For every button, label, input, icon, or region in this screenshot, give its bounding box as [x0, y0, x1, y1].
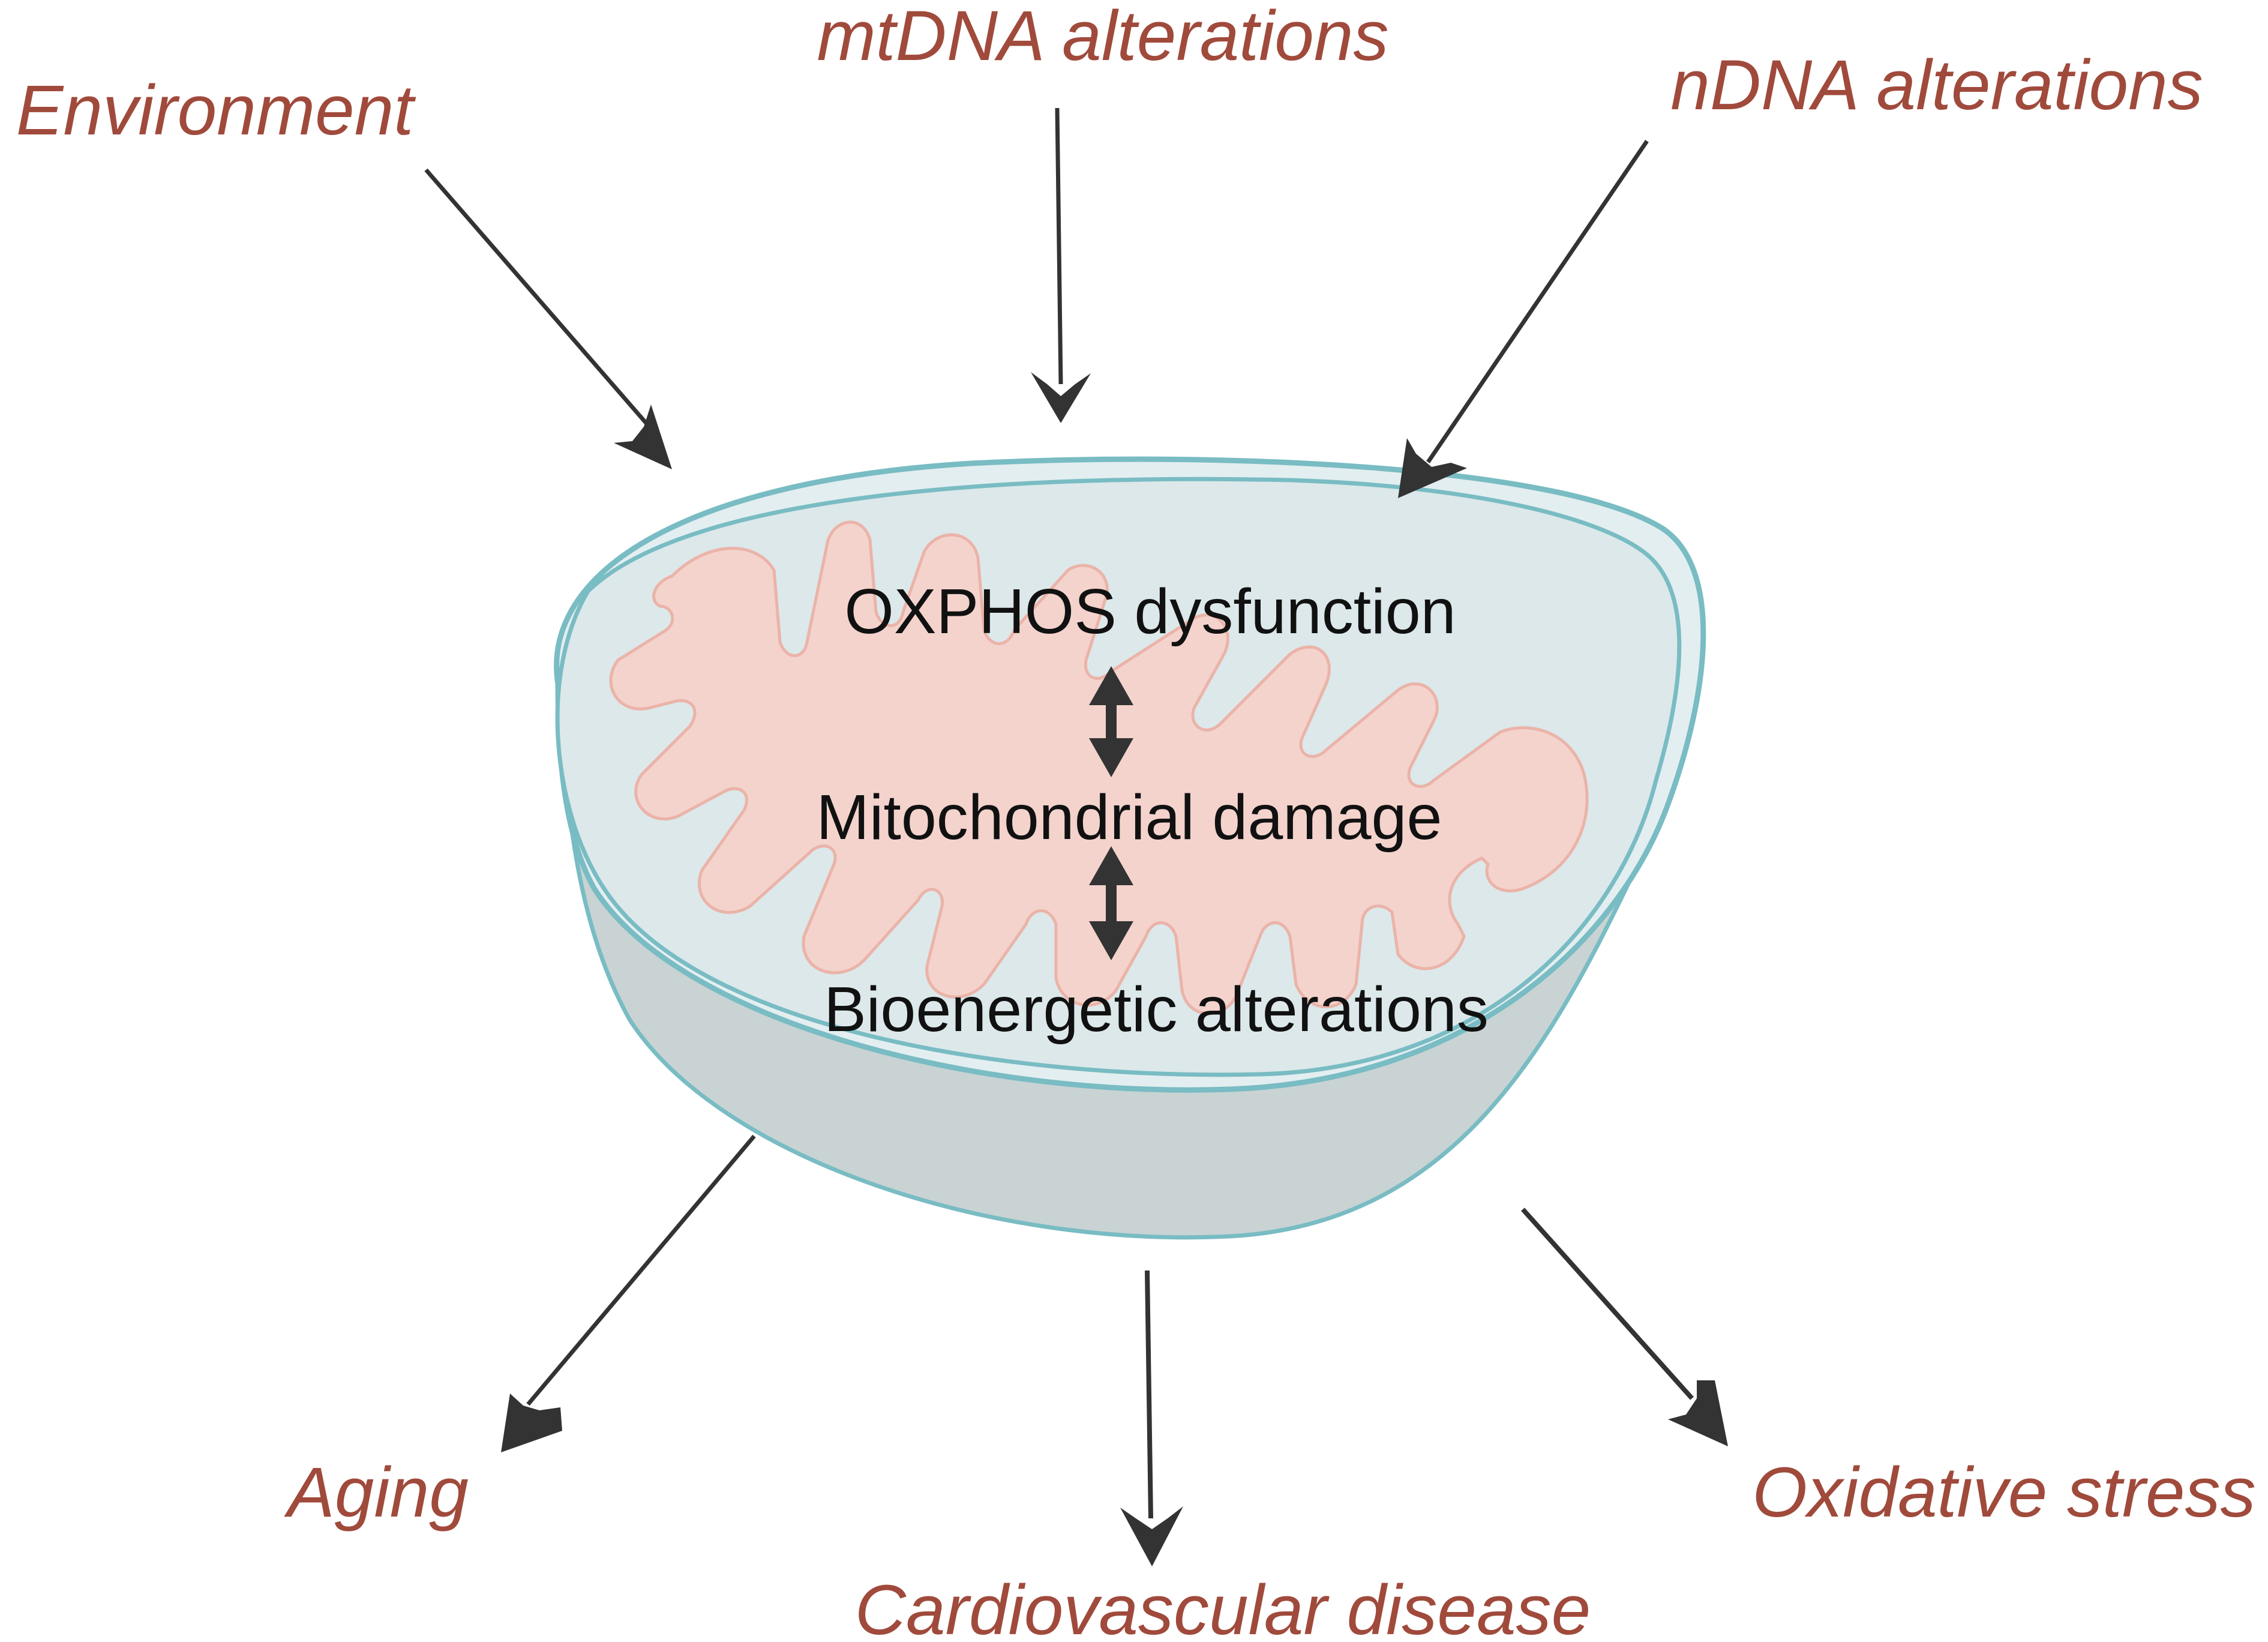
bioenergetic-alterations-label: Bioenergetic alterations — [824, 974, 1489, 1045]
arrow-environment — [424, 168, 672, 469]
arrow-aging — [501, 1134, 756, 1452]
double-arrow-lower — [1089, 846, 1133, 960]
arrow-cardiovascular — [1120, 1270, 1183, 1566]
oxidative-stress-label: Oxidative stress — [1752, 1453, 2255, 1532]
oxphos-dysfunction-label: OXPHOS dysfunction — [844, 576, 1456, 647]
mitochondrial-damage-label: Mitochondrial damage — [817, 782, 1442, 853]
ndna-alterations-label: nDNA alterations — [1670, 46, 2203, 125]
aging-label: Aging — [284, 1453, 469, 1532]
arrow-ndna — [1398, 140, 1649, 498]
environment-label: Environment — [16, 71, 416, 150]
arrow-mtdna — [1031, 107, 1091, 423]
arrow-oxidative — [1521, 1207, 1728, 1446]
double-arrow-upper — [1089, 666, 1133, 777]
cristae — [609, 520, 1589, 1015]
mtdna-alterations-label: mtDNA alterations — [817, 0, 1388, 76]
mitochondrion — [554, 456, 1706, 1240]
cardiovascular-disease-label: Cardiovascular disease — [855, 1571, 1591, 1642]
